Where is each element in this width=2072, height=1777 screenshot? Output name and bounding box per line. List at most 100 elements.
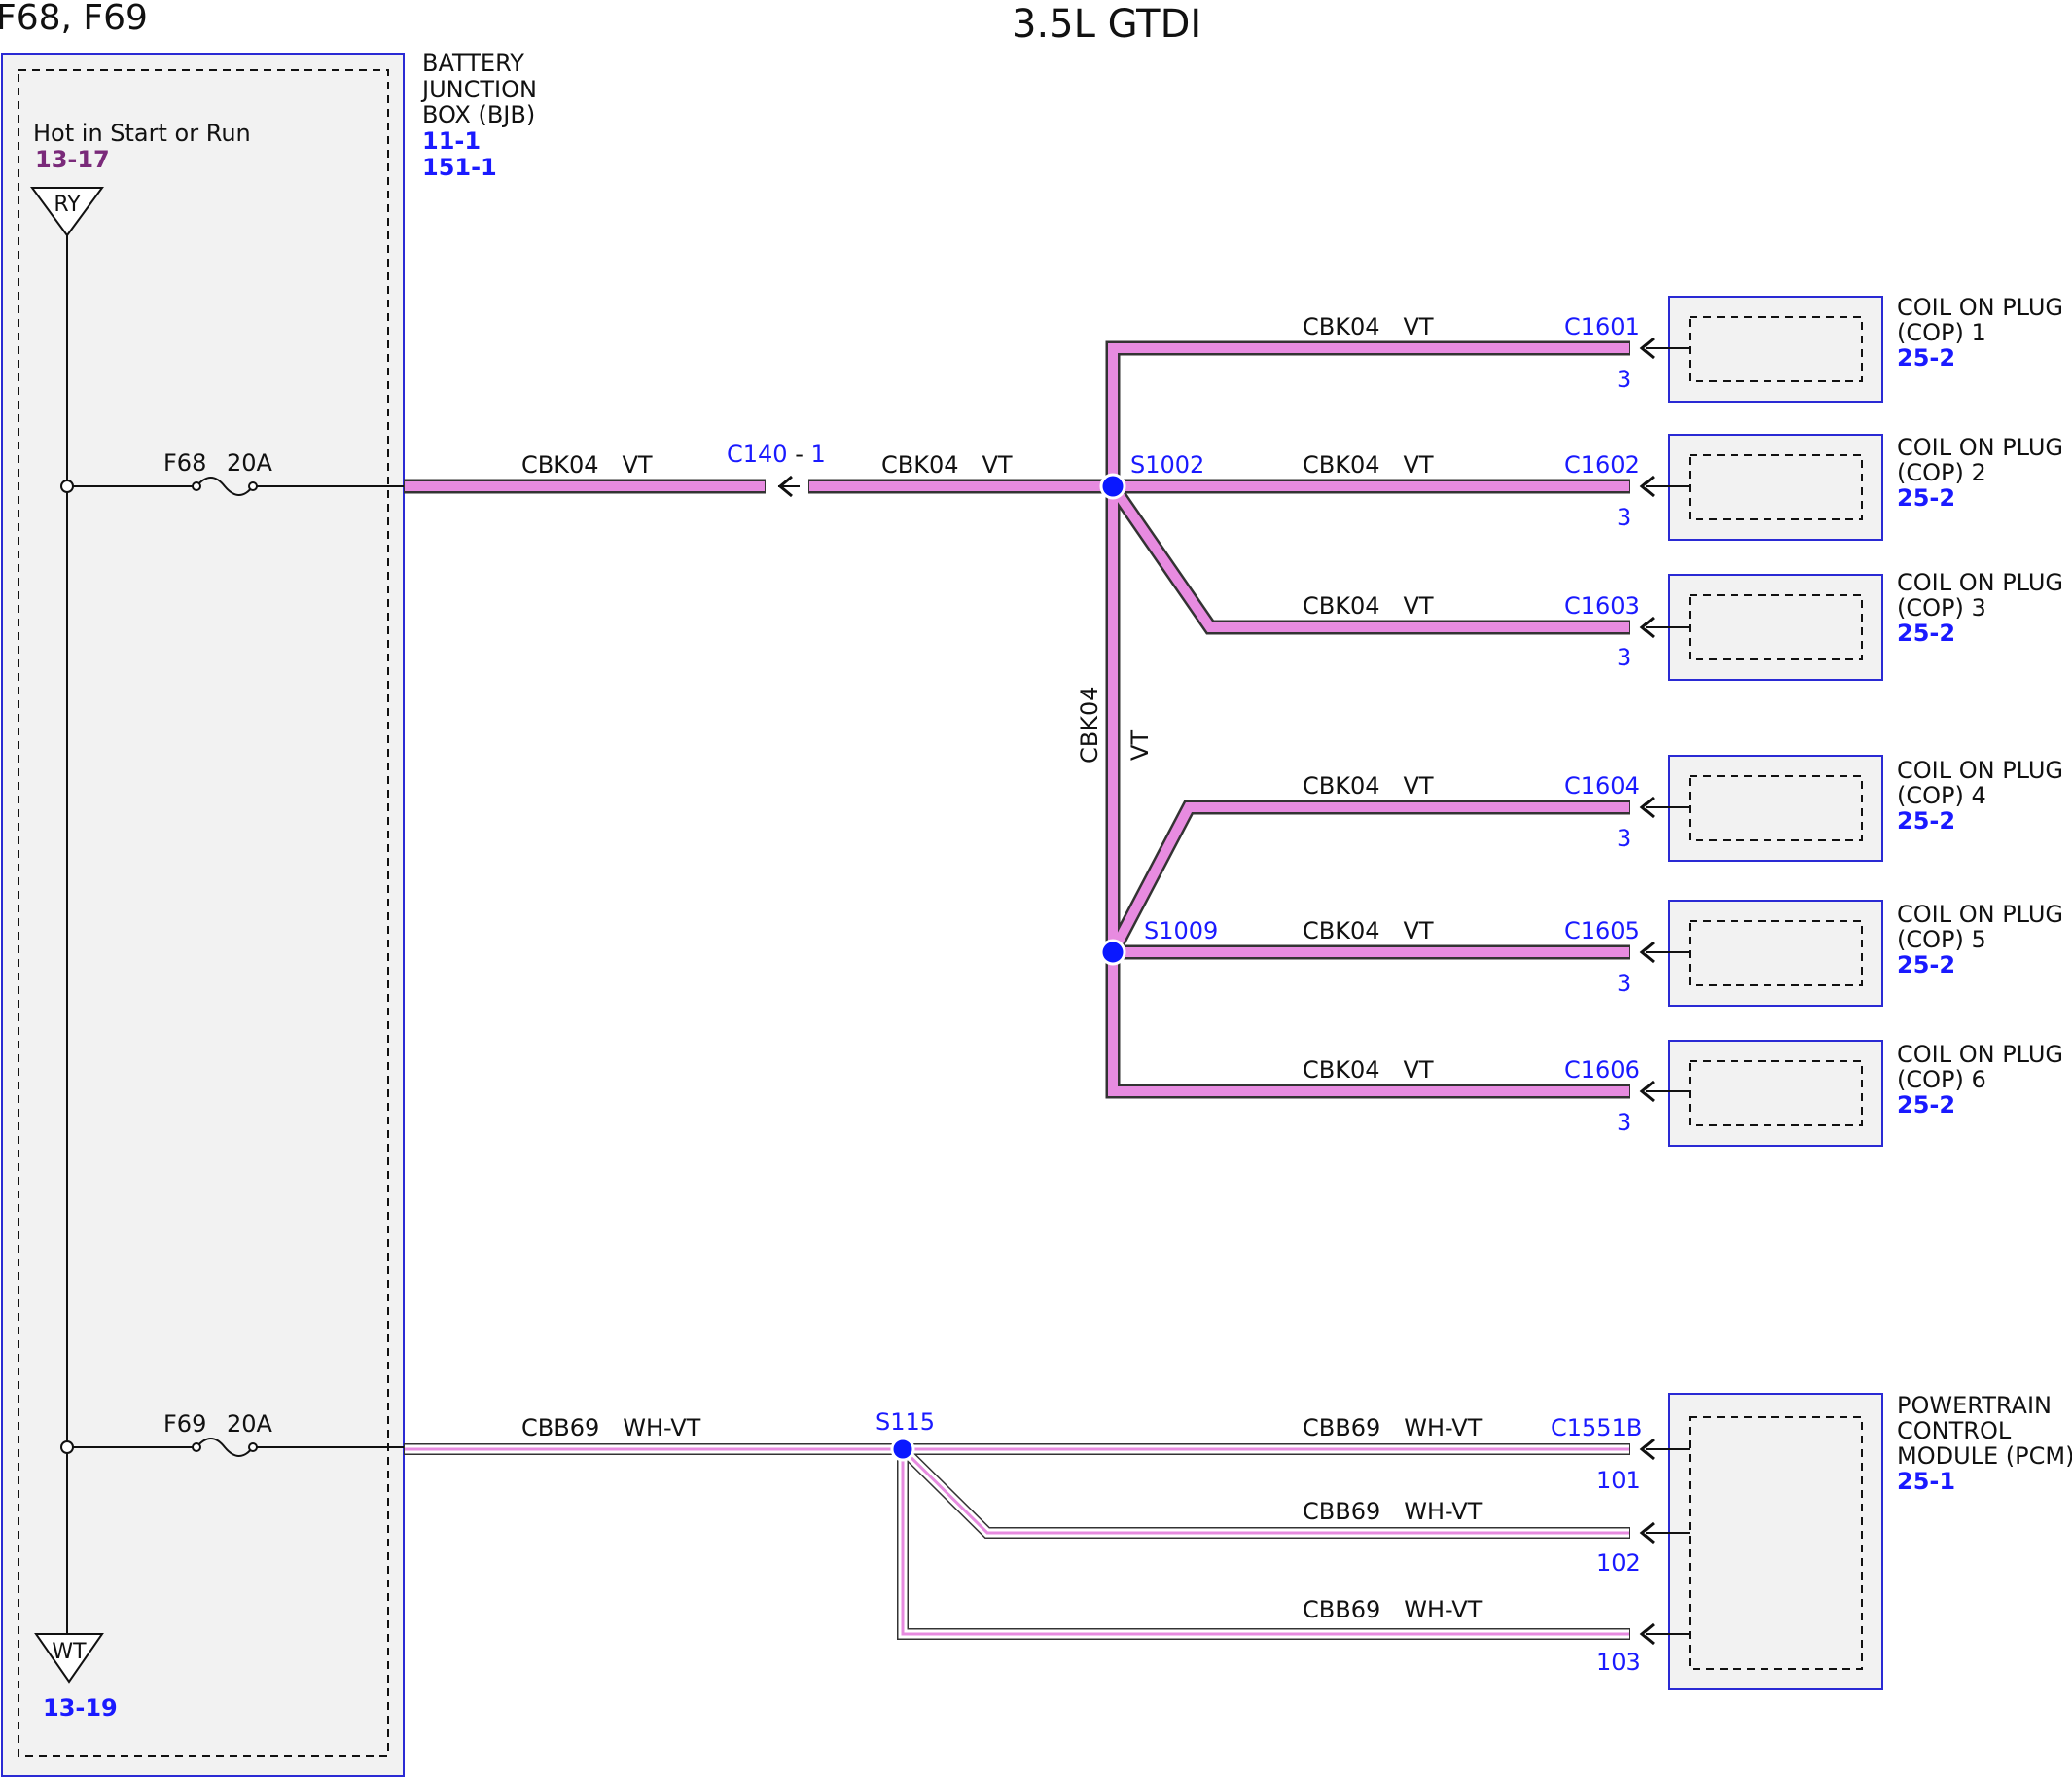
s115-label[interactable]: S115 — [875, 1408, 935, 1436]
bjb-name-line3: BOX (BJB) — [422, 101, 535, 128]
cop-5-pin-label: 3 — [1617, 970, 1631, 997]
cop-4-component[interactable] — [1639, 755, 1883, 862]
pcm-pin-102: 102 — [1596, 1549, 1641, 1577]
ry-symbol-label: RY — [54, 193, 81, 217]
wt-triangle-icon — [34, 1633, 104, 1684]
bjb-ref-link-1[interactable]: 11-1 — [422, 127, 481, 155]
cop-6-name-line1: COIL ON PLUG — [1897, 1041, 2063, 1068]
cop-1-pin-label: 3 — [1617, 366, 1631, 393]
connector-pin-icon — [1639, 1438, 1655, 1461]
c140-connector-label[interactable]: C140 - 1 — [727, 441, 826, 468]
fuse-f68-icon — [196, 477, 254, 496]
fuse-f69-icon — [196, 1438, 254, 1457]
cop-4-connector-label[interactable]: C1604 — [1564, 772, 1640, 800]
cop-3-connector-label[interactable]: C1603 — [1564, 592, 1640, 620]
pcm-component[interactable] — [1639, 1393, 1883, 1690]
wt-ref-link[interactable]: 13-19 — [43, 1694, 118, 1722]
pcm-name-line2: CONTROL — [1897, 1417, 2012, 1444]
cop-5-ref-link[interactable]: 25-2 — [1897, 951, 1955, 978]
cop-6-ref-link[interactable]: 25-2 — [1897, 1091, 1955, 1119]
connector-pin-icon — [1639, 796, 1655, 819]
cop-2-connector-label[interactable]: C1602 — [1564, 451, 1640, 479]
cop-6-name-line2: (COP) 6 — [1897, 1066, 1986, 1093]
ry-triangle-icon — [30, 187, 104, 237]
cop-2-ref-link[interactable]: 25-2 — [1897, 484, 1955, 512]
connector-pin-icon — [1639, 337, 1655, 360]
vertical-wire-color-label: VT — [1126, 730, 1154, 761]
wire-color-label: VT — [1404, 451, 1434, 479]
c140-inline-connector-icon[interactable] — [777, 475, 800, 498]
pcm-pin-103: 103 — [1596, 1649, 1641, 1676]
connector-pin-icon — [1639, 475, 1655, 498]
connector-pin-icon — [1639, 941, 1655, 964]
wire-circuit-label: CBK04 — [1303, 451, 1380, 479]
cop-4-ref-link[interactable]: 25-2 — [1897, 807, 1955, 835]
wire-circuit-label: CBB69 — [1303, 1596, 1380, 1623]
s1002-label[interactable]: S1002 — [1130, 451, 1204, 479]
battery-junction-box — [1, 53, 405, 1777]
cop-5-name-line2: (COP) 5 — [1897, 926, 1986, 953]
splice-s1002[interactable] — [1099, 473, 1126, 500]
cop-3-pin-label: 3 — [1617, 644, 1631, 671]
pcm-connector-label[interactable]: C1551B — [1551, 1414, 1642, 1441]
cop-1-ref-link[interactable]: 25-2 — [1897, 344, 1955, 372]
wire-circuit-label: CBB69 — [521, 1414, 599, 1441]
wire-color-label: WH-VT — [1404, 1498, 1482, 1525]
wire-circuit-label: CBK04 — [1303, 592, 1380, 620]
connector-pin-icon — [1639, 1622, 1655, 1646]
fuse-f68-circuit — [60, 477, 404, 496]
wire-color-label: VT — [1404, 1056, 1434, 1084]
cop-1-component[interactable] — [1639, 296, 1883, 403]
cop-3-name-line1: COIL ON PLUG — [1897, 569, 2063, 596]
hot-ref-link[interactable]: 13-17 — [35, 146, 110, 173]
vertical-wire-circuit-label: CBK04 — [1076, 687, 1103, 764]
wire-color-label: WH-VT — [623, 1414, 700, 1441]
cop-6-component[interactable] — [1639, 1040, 1883, 1147]
wire-color-label: VT — [1404, 313, 1434, 340]
bjb-inner-dashed — [18, 69, 389, 1757]
cop-5-name-line1: COIL ON PLUG — [1897, 901, 2063, 928]
cop-2-pin-label: 3 — [1617, 504, 1631, 531]
cop-5-connector-label[interactable]: C1605 — [1564, 917, 1640, 944]
wt-symbol-label: WT — [52, 1640, 87, 1664]
cop-1-name-line2: (COP) 1 — [1897, 319, 1986, 346]
pcm-name-line1: POWERTRAIN — [1897, 1392, 2052, 1419]
cop-1-connector-label[interactable]: C1601 — [1564, 313, 1640, 340]
wire-circuit-label: CBK04 — [1303, 772, 1380, 800]
splice-s1009[interactable] — [1099, 939, 1126, 966]
wire-color-label: VT — [1404, 772, 1434, 800]
cop-5-component[interactable] — [1639, 900, 1883, 1007]
bjb-outline — [1, 53, 405, 1777]
page-title: 3.5L GTDI — [1012, 2, 1201, 47]
cop-2-component[interactable] — [1639, 434, 1883, 541]
cop-3-component[interactable] — [1639, 574, 1883, 681]
fuse-f69-rating: 20A — [227, 1410, 273, 1438]
wire-circuit-label: CBB69 — [1303, 1414, 1380, 1441]
cop-3-ref-link[interactable]: 25-2 — [1897, 620, 1955, 647]
s1009-label[interactable]: S1009 — [1144, 917, 1218, 944]
wire-circuit-label: CBB69 — [1303, 1498, 1380, 1525]
wire-color-label: WH-VT — [1404, 1596, 1482, 1623]
hot-in-start-run-label: Hot in Start or Run — [33, 120, 251, 147]
wire-circuit-label: CBK04 — [1303, 313, 1380, 340]
cop-6-connector-label[interactable]: C1606 — [1564, 1056, 1640, 1084]
cop-4-pin-label: 3 — [1617, 825, 1631, 852]
splice-s115[interactable] — [890, 1437, 915, 1462]
wire-circuit-label: CBK04 — [881, 451, 959, 479]
fuse-title: F68, F69 — [0, 0, 148, 38]
bjb-ref-link-2[interactable]: 151-1 — [422, 154, 497, 181]
fuse-f69-name: F69 — [163, 1410, 206, 1438]
pcm-ref-link[interactable]: 25-1 — [1897, 1468, 1955, 1495]
cop-1-name-line1: COIL ON PLUG — [1897, 294, 2063, 321]
wire-color-label: WH-VT — [1404, 1414, 1482, 1441]
wire-color-label: VT — [1404, 917, 1434, 944]
